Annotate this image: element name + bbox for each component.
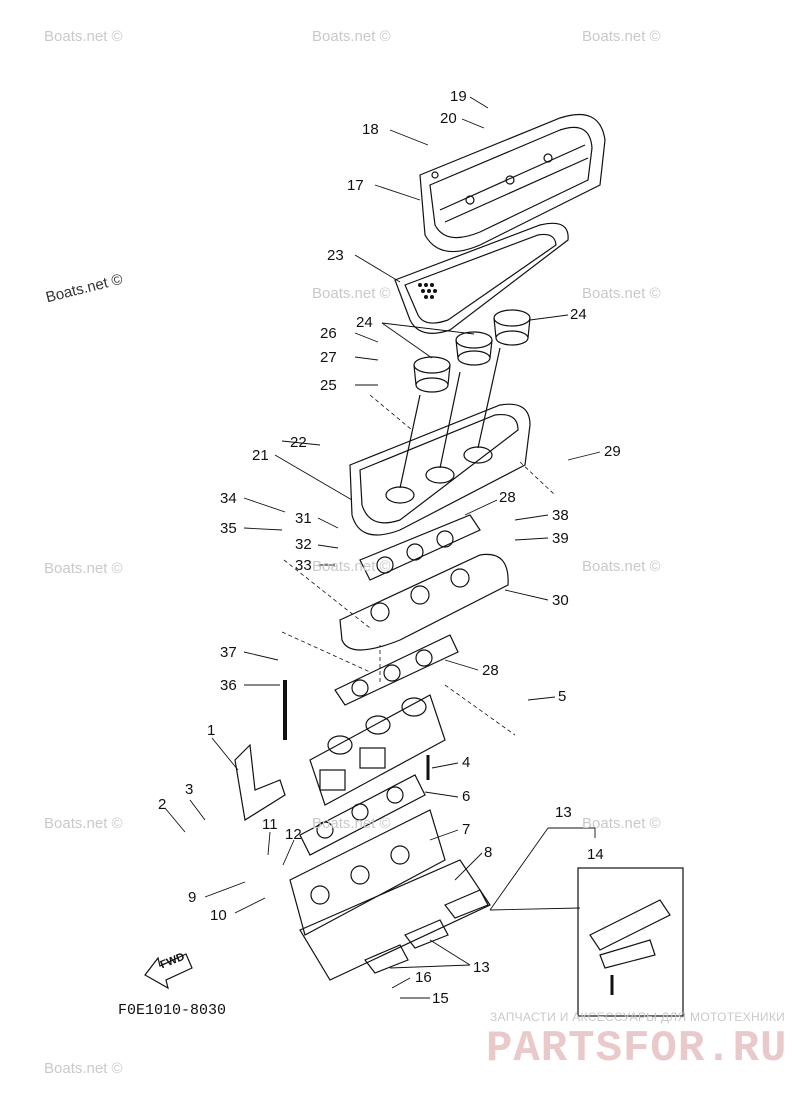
callout-label: 32 [295,536,312,553]
callout-label: 34 [220,490,237,507]
callout-label: 16 [415,969,432,986]
brand-logo: PARTSFOR.RU [486,1024,788,1074]
adapter-plate [339,553,509,651]
callout-label: 4 [462,754,471,771]
reed-valves [299,859,491,981]
callout-label: 5 [558,688,567,705]
carburetor-assembly [309,694,446,806]
callout-label: 14 [587,846,604,863]
watermark: Boats.net © [582,285,661,302]
callout-label: 37 [220,644,237,661]
watermark: Boats.net © [44,28,123,45]
fwd-arrow-icon [144,953,193,990]
callout-label: 19 [450,88,467,105]
callout-label: 8 [484,844,493,861]
watermark: Boats.net © [44,1060,123,1077]
callout-label: 21 [252,447,269,464]
watermark: Boats.net © [312,815,391,832]
detail-inset-box [577,867,684,1017]
callout-label: 18 [362,121,379,138]
intake-silencer-box [349,347,531,536]
watermark: Boats.net © [582,28,661,45]
watermark: Boats.net © [312,28,391,45]
callout-label: 28 [482,662,499,679]
intake-manifold [289,809,446,936]
callout-label: 33 [295,557,312,574]
cylinder-head-cover [419,113,606,253]
callout-label: 25 [320,377,337,394]
callout-label: 10 [210,907,227,924]
callout-label: 11 [262,816,278,833]
callout-label: 24 [570,306,587,323]
callout-label: 30 [552,592,569,609]
bracket [234,743,286,821]
callout-label: 23 [327,247,344,264]
callout-label: 26 [320,325,337,342]
watermark: Boats.net © [312,558,391,575]
callout-label: 3 [185,781,194,798]
callout-label: 13 [473,959,490,976]
cover-gasket [394,222,569,334]
callout-label: 17 [347,177,364,194]
callout-label: 39 [552,530,569,547]
gasket-lower [334,634,459,706]
callout-label: 12 [285,826,302,843]
watermark: Boats.net © [582,558,661,575]
gasket-upper [359,514,481,581]
callout-label: 22 [290,434,307,451]
callout-label: 31 [295,510,312,527]
callout-label: 6 [462,788,471,805]
callout-label: 15 [432,990,449,1007]
callout-label: 38 [552,507,569,524]
callout-label: 35 [220,520,237,537]
watermark: Boats.net © [582,815,661,832]
watermark: Boats.net © [312,285,391,302]
callout-label: 20 [440,110,457,127]
watermark: Boats.net © [44,560,123,577]
callout-label: 28 [499,489,516,506]
callout-label: 27 [320,349,337,366]
callout-label: 9 [188,889,197,906]
callout-label: 29 [604,443,621,460]
callout-label: 13 [555,804,572,821]
callout-label: 36 [220,677,237,694]
callout-label: 7 [462,821,471,838]
manifold-gasket [299,774,426,856]
figure-code: F0E1010-8030 [118,1002,227,1019]
callout-label: 1 [207,722,216,739]
callout-label: 24 [356,314,373,331]
callout-label: 2 [158,796,167,813]
boots [413,309,531,393]
brand-subtitle: ЗАПЧАСТИ И АКСЕССУАРЫ ДЛЯ МОТОТЕХНИКИ [490,1010,786,1024]
watermark: Boats.net © [44,815,123,832]
